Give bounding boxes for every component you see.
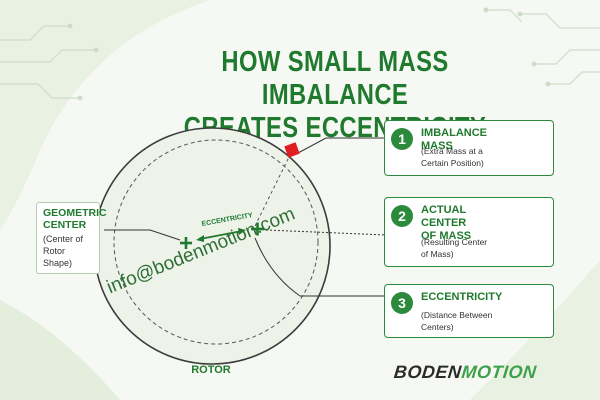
logo-part-2: MOTION	[460, 362, 538, 382]
circuit-traces-top-right	[486, 9, 600, 85]
card-description: (Extra Mass at a Certain Position)	[421, 146, 484, 168]
rotor-dashed-orbit	[113, 139, 319, 345]
card-imbalance-mass: 1 IMBALANCE MASS (Extra Mass at a Certai…	[384, 120, 554, 176]
card-heading: ACTUAL CENTER OF MASS	[421, 204, 472, 242]
card-number-badge: 1	[391, 128, 413, 150]
card-heading: IMBALANCE MASS	[421, 127, 487, 152]
center-of-mass-marker	[251, 222, 264, 236]
card-heading: ECCENTRICITY	[421, 291, 503, 303]
logo-part-1: BODEN	[393, 362, 463, 382]
leader-line-geometric-center	[104, 229, 181, 241]
card-number-badge: 3	[391, 292, 413, 314]
title-line-1: HOW SMALL MASS IMBALANCE	[221, 46, 449, 111]
mass-to-center-dashed-line	[254, 154, 291, 227]
imbalance-mass-marker	[284, 142, 300, 158]
leader-line-imbalance	[297, 137, 386, 154]
card-description: (Distance Between Centers)	[421, 310, 493, 332]
bodenmotion-logo: BODENMOTION	[393, 362, 538, 383]
card-eccentricity: 3 ECCENTRICITY (Distance Between Centers…	[384, 284, 554, 338]
leader-line-center-of-mass	[265, 229, 387, 236]
card-description: (Resulting Center of Mass)	[421, 237, 488, 259]
rotor-label: ROTOR	[191, 364, 231, 376]
geometric-center-heading: GEOMETRIC CENTER	[43, 207, 107, 231]
geometric-center-description: (Center of Rotor Shape)	[43, 234, 84, 268]
circuit-traces-top-left	[0, 25, 96, 99]
geometric-center-marker	[180, 237, 192, 249]
leader-line-eccentricity	[254, 237, 384, 297]
card-actual-center-of-mass: 2 ACTUAL CENTER OF MASS (Resulting Cente…	[384, 197, 554, 267]
eccentricity-arrow	[196, 228, 246, 242]
card-number-badge: 2	[391, 205, 413, 227]
geometric-center-callout: GEOMETRIC CENTER (Center of Rotor Shape)	[36, 202, 107, 274]
